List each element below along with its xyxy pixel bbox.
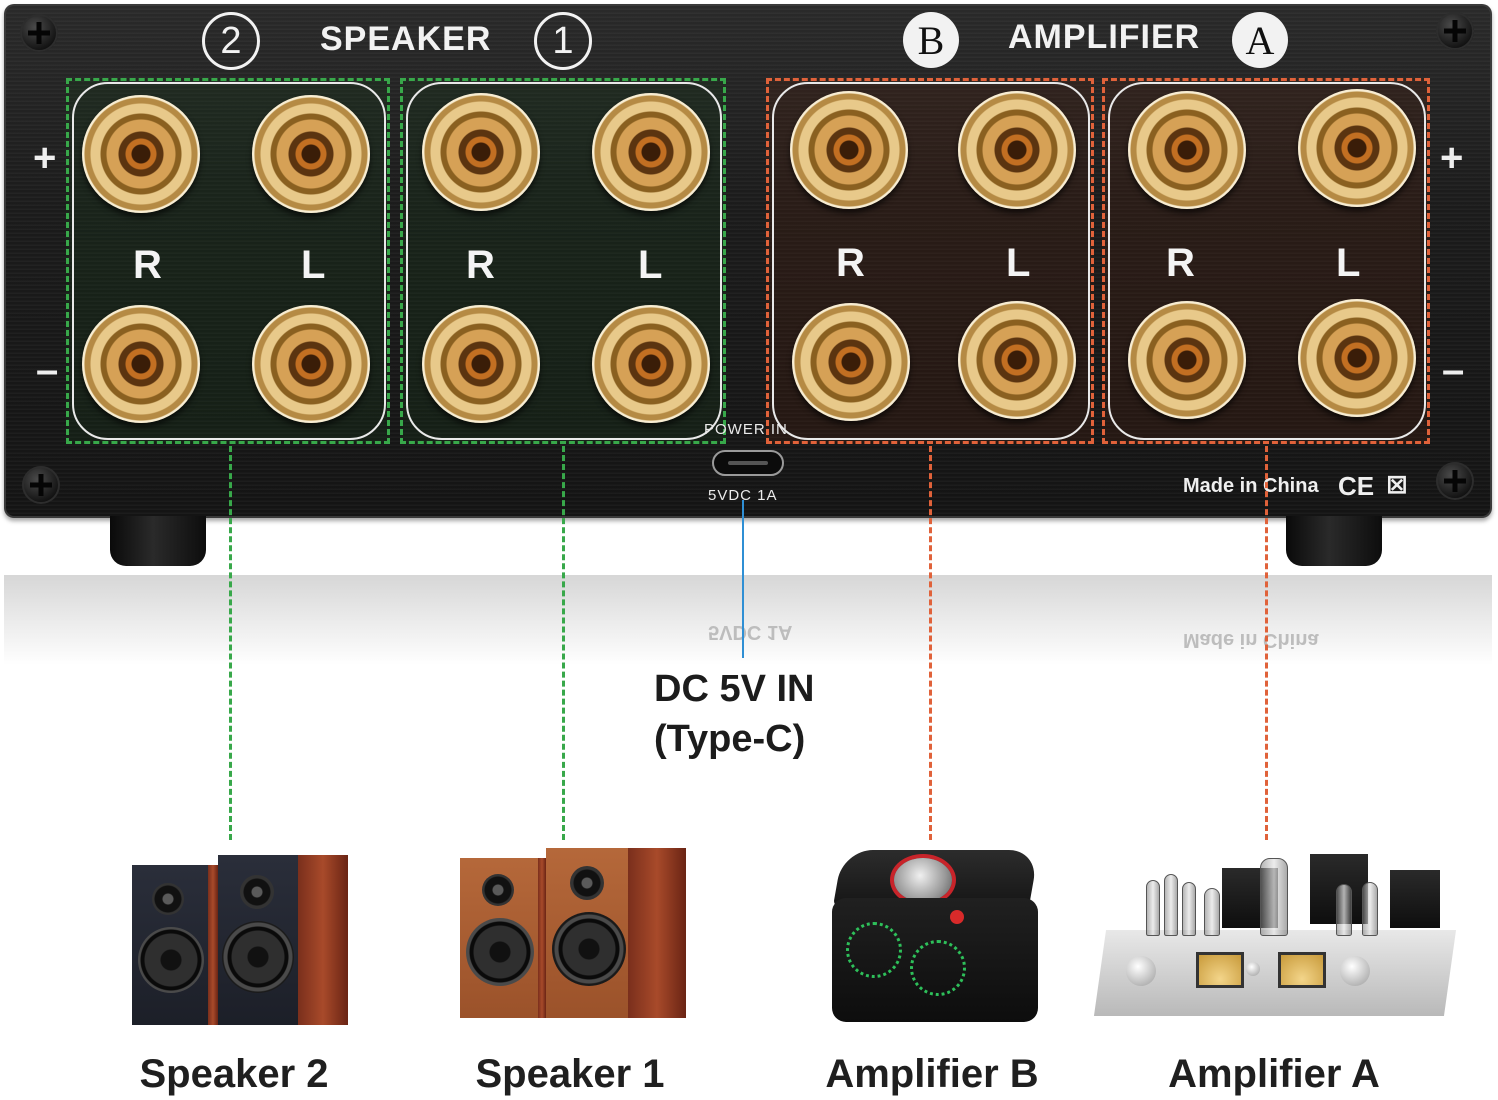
tweeter-icon xyxy=(570,866,604,900)
speaker-2-connector-line xyxy=(229,446,232,840)
binding-post-speaker1-l-minus xyxy=(592,305,710,423)
vacuum-tube-icon xyxy=(1362,882,1378,936)
amplifier-a-image xyxy=(1093,852,1457,1018)
binding-post-ampa-l-plus xyxy=(1298,89,1416,207)
binding-post-ampa-l-minus xyxy=(1298,299,1416,417)
dc-input-line2: (Type-C) xyxy=(654,718,806,760)
amplifier-a-label: Amplifier A xyxy=(1168,1052,1380,1096)
vacuum-tube-icon xyxy=(1204,888,1220,936)
minus-sign-right: – xyxy=(1442,348,1465,392)
binding-post-ampb-r-minus xyxy=(792,303,910,421)
speaker-2-right-label: R xyxy=(133,243,162,287)
binding-post-ampb-l-minus xyxy=(958,301,1076,419)
speaker-1-marker: 1 xyxy=(534,12,592,70)
level-indicator-icon xyxy=(910,940,966,996)
dc-input-line1: DC 5V IN xyxy=(654,668,815,710)
speaker-1-right-label: R xyxy=(466,243,495,287)
tweeter-icon xyxy=(152,883,184,915)
screw-icon xyxy=(20,14,58,52)
speaker-1-connector-line xyxy=(562,446,565,840)
speaker-2-left-label: L xyxy=(301,243,326,287)
power-spec-label: 5VDC 1A xyxy=(708,487,778,504)
amplifier-a-frame xyxy=(1108,82,1426,440)
amp-b-right-label: R xyxy=(836,241,865,285)
reflection-power-spec: 5VDC 1A xyxy=(708,621,793,643)
speaker-cabinet-side xyxy=(208,865,218,1025)
panel-reflection xyxy=(4,575,1492,665)
power-button-icon xyxy=(950,910,964,924)
amp-a-left-label: L xyxy=(1336,241,1361,285)
amp-b-left-label: L xyxy=(1006,241,1031,285)
amp-knob-icon xyxy=(1126,956,1156,986)
power-switch-icon xyxy=(1246,962,1260,976)
ce-mark-icon: CE xyxy=(1338,471,1375,501)
screw-icon xyxy=(1436,12,1474,50)
amp-knob-icon xyxy=(1340,956,1370,986)
binding-post-speaker1-l-plus xyxy=(592,93,710,211)
binding-post-ampb-r-plus xyxy=(790,91,908,209)
woofer-icon xyxy=(222,921,294,993)
binding-post-speaker1-r-plus xyxy=(422,93,540,211)
amplifier-b-image xyxy=(832,842,1040,1024)
binding-post-speaker1-r-minus xyxy=(422,305,540,423)
minus-sign-left: – xyxy=(36,348,59,392)
reflection-made-in: Made in China xyxy=(1183,629,1319,651)
speaker-1-label: Speaker 1 xyxy=(475,1052,665,1096)
speaker-1-left-label: L xyxy=(638,243,663,287)
right-foot xyxy=(1286,516,1382,566)
tweeter-icon xyxy=(482,874,514,906)
binding-post-ampa-r-plus xyxy=(1128,91,1246,209)
transformer xyxy=(1390,870,1440,928)
binding-post-ampb-l-plus xyxy=(958,91,1076,209)
binding-post-speaker2-r-minus xyxy=(82,305,200,423)
binding-post-speaker2-r-plus xyxy=(82,95,200,213)
left-foot xyxy=(110,516,206,566)
plus-sign-left: + xyxy=(33,136,57,180)
screw-icon xyxy=(22,466,60,504)
level-indicator-icon xyxy=(846,922,902,978)
speaker-cabinet-side xyxy=(538,858,546,1018)
speaker-1-image xyxy=(460,848,686,1024)
made-in-label: Made in China xyxy=(1183,475,1319,497)
amp-a-right-label: R xyxy=(1166,241,1195,285)
amplifier-heading: AMPLIFIER xyxy=(1008,18,1201,56)
amp-b-marker: B xyxy=(903,12,959,68)
speaker-heading: SPEAKER xyxy=(320,20,492,58)
vu-meter-icon xyxy=(1196,952,1244,988)
vacuum-tube-icon xyxy=(1336,884,1352,936)
vacuum-tube-icon xyxy=(1182,882,1196,936)
woofer-icon xyxy=(466,918,534,986)
woofer-icon xyxy=(552,912,626,986)
speaker-2-marker: 2 xyxy=(202,12,260,70)
power-in-label: POWER IN xyxy=(704,421,788,438)
speaker-1-frame xyxy=(406,82,722,440)
speaker-2-label: Speaker 2 xyxy=(139,1052,329,1096)
switcher-back-panel xyxy=(4,4,1492,518)
dc-input-callout: DC 5V IN (Type-C) xyxy=(654,664,814,764)
speaker-cabinet-side xyxy=(298,855,348,1025)
vu-meter-icon xyxy=(1278,952,1326,988)
usb-c-port-icon xyxy=(712,450,784,476)
speaker-2-frame xyxy=(72,82,386,440)
amplifier-a-connector-line xyxy=(1265,446,1268,840)
vacuum-tube-icon xyxy=(1164,874,1178,936)
binding-post-ampa-r-minus xyxy=(1128,301,1246,419)
amp-a-marker: A xyxy=(1232,12,1288,68)
vacuum-tube-icon xyxy=(1260,858,1288,936)
binding-post-speaker2-l-minus xyxy=(252,305,370,423)
vacuum-tube-icon xyxy=(1146,880,1160,936)
power-connector-line xyxy=(742,500,744,658)
tweeter-icon xyxy=(240,875,274,909)
amplifier-b-connector-line xyxy=(929,446,932,840)
volume-knob-icon xyxy=(894,858,952,902)
weee-bin-icon: ⊠ xyxy=(1386,469,1408,499)
amplifier-b-frame xyxy=(772,82,1090,440)
speaker-2-image xyxy=(132,855,348,1033)
screw-icon xyxy=(1436,462,1474,500)
speaker-cabinet-side xyxy=(628,848,686,1018)
plus-sign-right: + xyxy=(1440,136,1464,180)
binding-post-speaker2-l-plus xyxy=(252,95,370,213)
woofer-icon xyxy=(138,927,204,993)
amplifier-b-label: Amplifier B xyxy=(825,1052,1039,1096)
